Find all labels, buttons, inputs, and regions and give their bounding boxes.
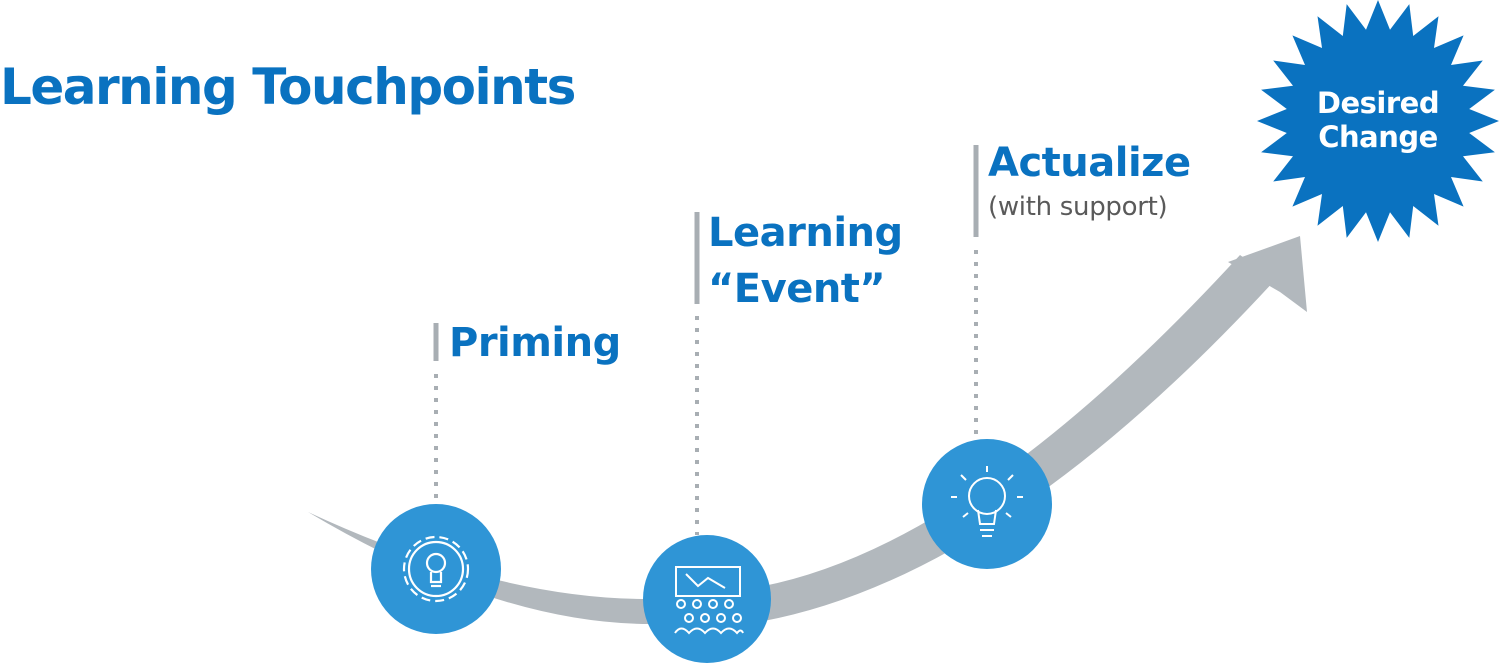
presentation-audience-icon (674, 566, 744, 635)
progress-arrow-shaft (308, 255, 1275, 625)
progress-arrow-head (1228, 236, 1307, 312)
learning-event-node (643, 535, 771, 663)
learning-event-label: Learning “Event” (708, 205, 903, 317)
actualize-label: Actualize (988, 140, 1191, 186)
priming-node (371, 504, 501, 634)
lightbulb-icon (951, 466, 1023, 537)
desired-change-line1: Desired (1316, 86, 1440, 120)
desired-change-label: Desired Change (1290, 86, 1466, 154)
page-title: Learning Touchpoints (0, 58, 576, 116)
learning-event-label-line1: Learning (708, 210, 903, 256)
priming-label: Priming (449, 320, 621, 366)
learning-event-label-line2: “Event” (708, 266, 886, 312)
desired-change-starburst (1257, 0, 1499, 242)
actualize-sublabel: (with support) (988, 192, 1168, 222)
gear-lightbulb-icon (402, 535, 470, 603)
actualize-node (922, 439, 1052, 569)
desired-change-line2: Change (1318, 120, 1438, 155)
